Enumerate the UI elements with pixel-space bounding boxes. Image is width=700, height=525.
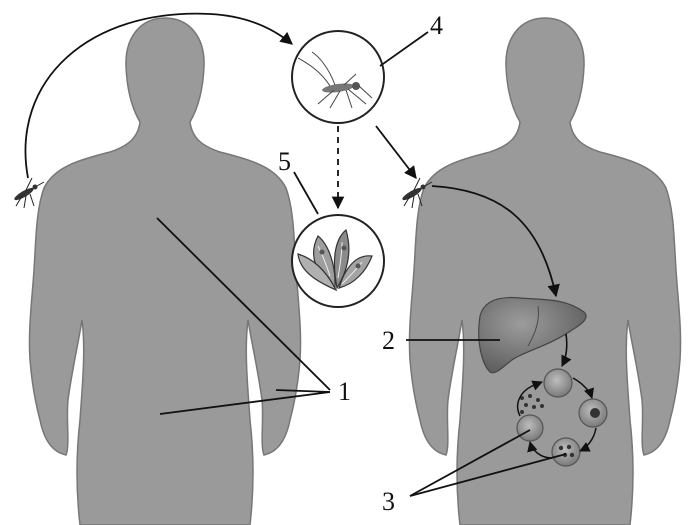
label-2: 2: [382, 326, 395, 355]
right-mosquito-icon: [402, 177, 433, 209]
liver-icon: [478, 296, 587, 374]
leader-4: [379, 31, 429, 67]
oocyst-circle: [291, 214, 385, 308]
label-4: 4: [430, 11, 443, 40]
label-5: 5: [278, 147, 291, 176]
leader-1c: [275, 389, 331, 393]
blood-cell-left: [516, 414, 544, 442]
leader-1a: [156, 217, 331, 391]
label-1: 1: [338, 377, 351, 406]
mosquito-icon: [297, 51, 373, 109]
arrow-circle-to-right-mosquito: [375, 125, 417, 179]
right-human-silhouette: [408, 17, 682, 525]
leader-3b: [409, 453, 567, 497]
blood-cell-cycle: [516, 368, 608, 467]
leader-5: [293, 171, 319, 215]
mosquito-circle: [291, 30, 385, 124]
arrow-mosquito-to-liver: [431, 185, 560, 298]
blood-cell-bottom: [551, 437, 581, 467]
arrow-liver-to-cells: [561, 333, 572, 368]
leader-3a: [409, 429, 531, 497]
arrow-left-mosquito-to-circle: [24, 12, 293, 179]
leader-1b: [159, 391, 331, 415]
leader-lines: [156, 31, 567, 497]
merozoite-dots: [520, 394, 544, 414]
left-human-silhouette: [28, 17, 302, 525]
label-3: 3: [382, 487, 395, 516]
left-mosquito-icon: [14, 177, 45, 209]
oocyst-icon: [297, 228, 373, 292]
blood-cell-top: [543, 368, 573, 398]
